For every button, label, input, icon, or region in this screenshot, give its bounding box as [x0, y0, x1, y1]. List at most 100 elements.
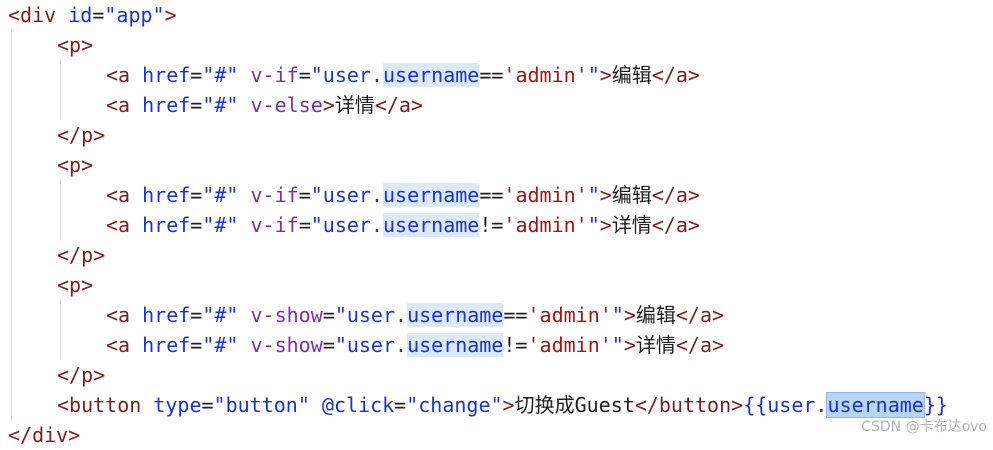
code-line: </p> [57, 240, 105, 270]
code-line: </p> [57, 360, 105, 390]
code-token: = [92, 3, 105, 27]
code-token: > [599, 183, 612, 207]
code-token: = [190, 183, 203, 207]
code-token: username [826, 392, 925, 418]
code-token: <a [106, 333, 143, 357]
code-token: == [503, 303, 528, 327]
code-line: <a href="#" v-if="user.username!='admin'… [106, 210, 700, 240]
code-line: </p> [57, 120, 105, 150]
indent-guide-level-2 [60, 60, 61, 120]
code-line: <p> [57, 30, 93, 60]
code-token: v-if [250, 213, 299, 237]
code-token: > [164, 3, 177, 27]
code-line: <a href="#" v-show="user.username=='admi… [106, 300, 724, 330]
code-token: != [479, 213, 504, 237]
code-token: "change" [406, 393, 503, 417]
code-token: "#" [202, 303, 239, 327]
code-token: "#" [202, 213, 239, 237]
code-token: username [407, 303, 504, 327]
code-token: "#" [202, 63, 239, 87]
code-token: <p> [57, 33, 94, 57]
code-token: </p> [57, 243, 106, 267]
code-token: </a> [675, 333, 725, 357]
code-token: </a> [651, 63, 700, 87]
code-token: 'admin' [503, 213, 588, 237]
code-token: = [298, 213, 311, 237]
code-token: == [479, 183, 504, 207]
code-token: v-if [250, 63, 299, 87]
code-token: v-else [250, 93, 323, 117]
code-token: 'admin' [503, 63, 588, 87]
code-token: = [190, 63, 203, 87]
watermark: CSDN @卡布达ovo [861, 419, 987, 435]
code-token: href [142, 303, 191, 327]
code-token: " [587, 63, 600, 87]
code-token: 'admin' [503, 183, 588, 207]
code-token: username [382, 183, 480, 207]
code-token: </a> [651, 213, 700, 237]
code-token: 'admin' [527, 333, 612, 357]
indent-guide-level-2 [60, 180, 61, 240]
code-token: 编辑 [611, 63, 652, 87]
code-token [238, 183, 250, 207]
code-token: = [298, 183, 311, 207]
code-token: {{user. [743, 393, 828, 417]
code-token: = [298, 63, 311, 87]
code-token: "#" [202, 183, 239, 207]
code-token: 编辑 [635, 303, 676, 327]
code-token: "app" [104, 3, 165, 27]
code-token: id [68, 3, 93, 27]
code-line: <p> [57, 270, 93, 300]
code-line: <a href="#" v-if="user.username=='admin'… [106, 180, 700, 210]
code-token: > [599, 63, 612, 87]
code-token: = [190, 93, 203, 117]
code-token [310, 393, 322, 417]
code-token: <div [8, 3, 69, 27]
code-token [238, 213, 250, 237]
code-token: @click [321, 393, 395, 417]
code-line: <a href="#" v-else>详情</a> [106, 90, 423, 120]
code-token: }} [923, 393, 948, 417]
code-token: <p> [57, 153, 94, 177]
code-token: > [322, 93, 335, 117]
code-token: != [503, 333, 528, 357]
code-token: <a [106, 303, 143, 327]
code-token [238, 333, 250, 357]
code-token: = [190, 213, 203, 237]
code-token: href [142, 333, 191, 357]
code-token: href [142, 63, 191, 87]
code-line: <a href="#" v-show="user.username!='admi… [106, 330, 724, 360]
code-token: href [142, 213, 191, 237]
code-token: v-show [250, 333, 323, 357]
code-line: </div> [8, 420, 80, 450]
code-token: = [201, 393, 214, 417]
code-token: href [142, 183, 191, 207]
code-token: " [611, 333, 624, 357]
code-line: <div id="app"> [8, 0, 177, 30]
code-line: <p> [57, 150, 93, 180]
code-token: </div> [8, 423, 81, 447]
code-token: = [394, 393, 407, 417]
code-token: <button [57, 393, 154, 417]
code-token [238, 93, 250, 117]
code-token: </p> [57, 363, 106, 387]
code-token: " [587, 183, 600, 207]
code-token: </p> [57, 123, 106, 147]
code-line: <a href="#" v-if="user.username=='admin'… [106, 60, 700, 90]
code-token: <a [106, 183, 143, 207]
code-token: username [382, 63, 480, 87]
code-token: 详情 [334, 93, 375, 117]
code-line: <button type="button" @click="change">切换… [57, 390, 948, 420]
code-token: v-if [250, 183, 299, 207]
code-token: 切换成Guest [514, 393, 635, 417]
code-token: = [322, 333, 335, 357]
code-token: v-show [250, 303, 323, 327]
code-token: type [153, 393, 202, 417]
code-token: "user. [334, 303, 408, 327]
code-token: <a [106, 63, 143, 87]
code-token: "user. [310, 63, 383, 87]
code-token: <p> [57, 273, 94, 297]
code-token: username [407, 333, 504, 357]
code-token: = [322, 303, 335, 327]
